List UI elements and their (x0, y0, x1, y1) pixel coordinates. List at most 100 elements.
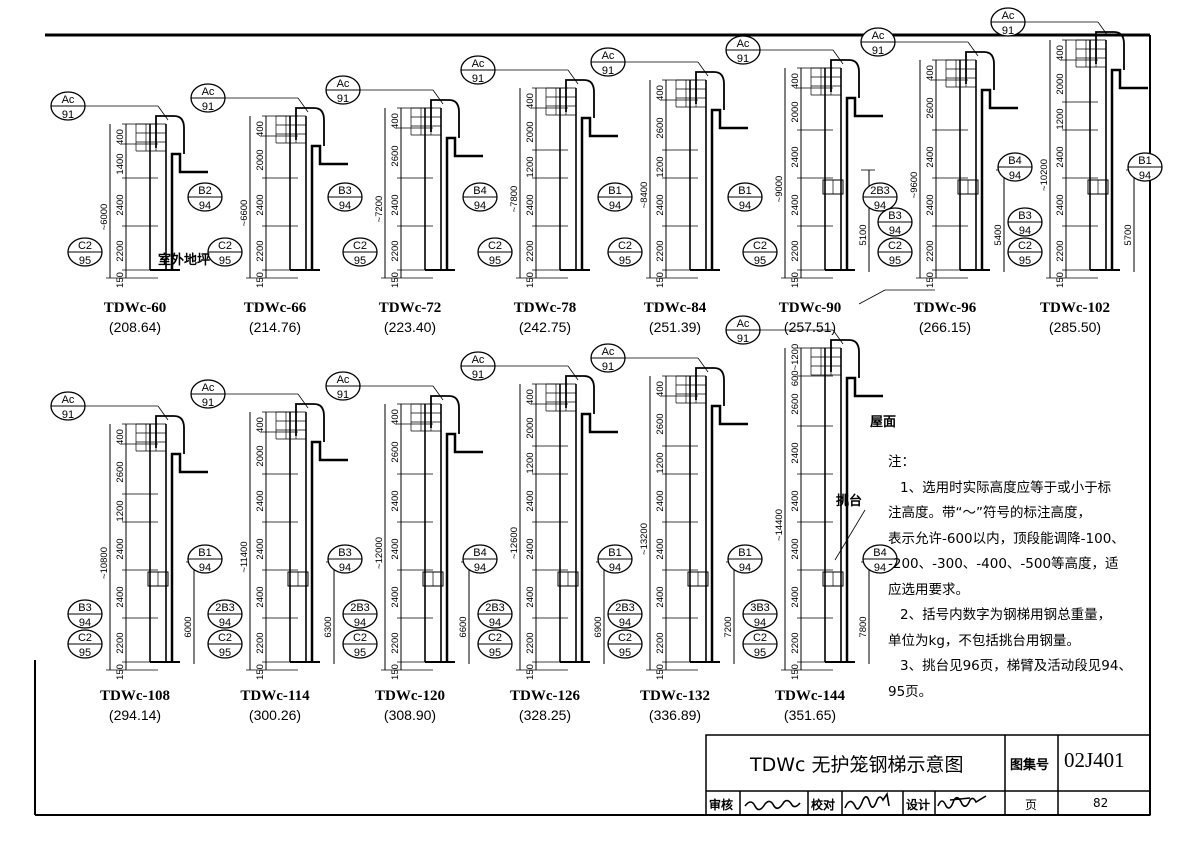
segment-height-label: 2000 (255, 149, 266, 170)
detail-ref-page: 91 (62, 109, 74, 121)
detail-ref-page: 91 (872, 45, 884, 57)
segment-height-label: 2200 (655, 632, 666, 653)
top-handrail (295, 403, 325, 442)
total-height-label: ~12600 (509, 527, 520, 559)
ladder-model-name: TDWc-126 (510, 688, 580, 704)
total-height-label: ~7200 (374, 196, 385, 223)
segment-height-label: 2400 (525, 586, 536, 607)
leader-line (567, 69, 579, 85)
platform-height-label: 5100 (858, 224, 869, 245)
base-height-label: 150 (790, 664, 801, 680)
segment-height-label: 2000 (525, 417, 536, 438)
detail-ref-code: Ac (602, 50, 615, 62)
total-height-label: ~13200 (639, 523, 650, 555)
detail-ref-code: C2 (78, 240, 92, 252)
total-height-label: ~10200 (1039, 159, 1050, 191)
segment-height-label: 2400 (115, 538, 126, 559)
total-height-label: ~6000 (99, 204, 110, 231)
ladder-tdwc-144: 220024002400240024002600600~1200150~1440… (725, 315, 898, 680)
base-height-label: 150 (790, 272, 801, 288)
ladder-steel-weight: (285.50) (1048, 319, 1102, 335)
label-platform: 挑台 (836, 494, 863, 509)
segment-height-label: 2400 (255, 586, 266, 607)
segment-height-label: 2200 (925, 240, 936, 261)
note-line: 单位为kg，不包括挑台用钢量。 (888, 632, 1080, 649)
platform-height-label: 5400 (993, 224, 1004, 245)
detail-ref-page: 94 (754, 617, 766, 629)
ladder-model-name: TDWc-96 (913, 300, 977, 316)
detail-ref-page: 95 (754, 255, 766, 267)
platform-height-label: 6300 (323, 616, 334, 637)
detail-ref-page: 94 (474, 200, 486, 212)
base-height-label: 150 (525, 664, 536, 680)
ladder-model-name: TDWc-72 (378, 300, 442, 316)
segment-height-label: 400 (390, 113, 401, 129)
detail-ref-page: 91 (62, 409, 74, 421)
segment-height-label: 2600 (115, 461, 126, 482)
title-block (705, 734, 1151, 816)
detail-ref-page: 95 (219, 255, 231, 267)
wall-outline (845, 96, 883, 270)
ladder-steel-weight: (328.25) (518, 707, 572, 723)
total-height-label: ~9600 (909, 172, 920, 199)
segment-height-label: 2000 (525, 121, 536, 142)
top-handrail (695, 71, 725, 110)
leader-line (567, 365, 579, 381)
segment-height-label: 1200 (655, 452, 666, 473)
base-height-label: 150 (655, 664, 666, 680)
segment-height-label: 400 (655, 381, 666, 397)
total-height-label: ~8400 (639, 182, 650, 209)
segment-height-label: 2000 (790, 101, 801, 122)
segment-height-label: 2400 (115, 194, 126, 215)
segment-height-label: 2400 (790, 586, 801, 607)
detail-ref-page: 94 (739, 562, 751, 574)
detail-ref-code: Ac (872, 30, 885, 42)
top-handrail (430, 395, 460, 434)
atlas-label: 图集号 (1010, 758, 1050, 773)
ladder-model-name: TDWc-60 (103, 300, 167, 316)
detail-ref-code: 2B3 (485, 602, 505, 614)
detail-ref-code: B3 (338, 185, 351, 197)
design-label: 设计 (906, 798, 931, 812)
detail-ref-code: 2B3 (350, 602, 370, 614)
detail-ref-page: 95 (489, 647, 501, 659)
total-height-label: ~12000 (374, 537, 385, 569)
base-height-label: 150 (115, 272, 126, 288)
detail-ref-code: C2 (218, 632, 232, 644)
platform-height-label: 7800 (858, 616, 869, 637)
total-height-label: ~11400 (239, 541, 250, 572)
segment-height-label: 400 (925, 65, 936, 81)
detail-ref-code: C2 (78, 632, 92, 644)
segment-height-label: 2400 (655, 586, 666, 607)
segment-height-label: 400 (390, 409, 401, 425)
detail-ref-page: 94 (1139, 170, 1151, 182)
detail-ref-code: B1 (1138, 155, 1151, 167)
signature-check (844, 791, 890, 810)
ladder-steel-weight: (257.51) (783, 319, 837, 335)
detail-ref-code: 2B3 (615, 602, 635, 614)
leader-line (157, 405, 169, 421)
review-label: 审核 (709, 798, 734, 812)
segment-height-label: 1400 (115, 153, 126, 174)
base-height-label: 150 (255, 664, 266, 680)
base-height-label: 150 (390, 664, 401, 680)
wall-outline (310, 144, 348, 270)
base-height-label: 150 (925, 272, 936, 288)
detail-ref-code: C2 (488, 240, 502, 252)
ladder-model-name: TDWc-132 (640, 688, 710, 704)
detail-ref-code: B3 (888, 210, 901, 222)
detail-ref-page: 95 (354, 647, 366, 659)
segment-height-label: 400 (115, 429, 126, 445)
detail-ref-page: 94 (874, 200, 886, 212)
wall-outline (580, 412, 618, 662)
leader-line (697, 357, 709, 373)
